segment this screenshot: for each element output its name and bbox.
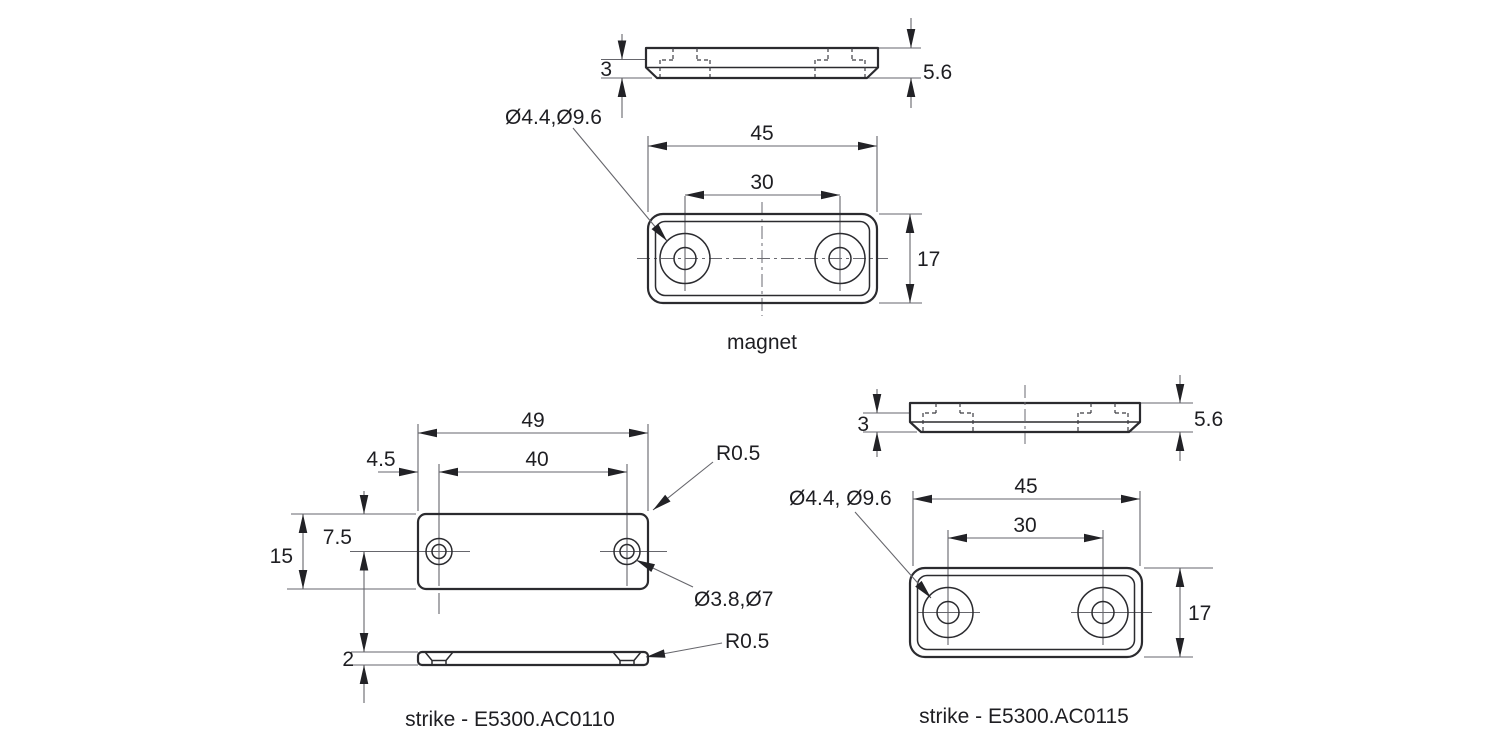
ac0110-side-extension-lines (351, 651, 418, 666)
magnet-top-outer-body (646, 212, 879, 305)
ac0110-dim-edge-to-hole: 4.5 (366, 448, 395, 471)
ac0115-dim-width: 45 (1014, 475, 1037, 498)
ac0115-dim-depth: 17 (1188, 602, 1211, 625)
ac0115-top-outer-body (908, 566, 1144, 659)
ac0115-hole-callout: Ø4.4, Ø9.6 (789, 487, 892, 510)
magnet-top-left-hole (673, 246, 697, 271)
ac0110-side-countersink-profiles (424, 651, 642, 665)
magnet-top-dim-depth: 17 (917, 248, 940, 271)
ac0110-corner-radius-leader (652, 461, 714, 511)
magnet-side-view: 3 5.6 (600, 18, 952, 118)
ac0110-right-hole (619, 543, 635, 560)
strike-ac0110-top-view: 49 40 4.5 15 7.5 R0.5 Ø3.8,Ø7 (270, 409, 773, 614)
strike-ac0115-side-view: 3 5.6 (857, 375, 1223, 461)
ac0115-left-hole (936, 600, 960, 625)
ac0110-dim-width: 49 (521, 409, 544, 432)
ac0110-left-hole-countersink (425, 537, 453, 566)
magnet-top-left-hole-counterbore (659, 232, 711, 285)
ac0115-top-inner-body (916, 574, 1136, 651)
ac0110-left-hole (431, 543, 447, 560)
ac0115-side-hidden-hole-lines (922, 403, 1129, 431)
magnet-top-dim-width: 45 (750, 122, 773, 145)
magnet-top-right-hole (828, 246, 852, 271)
magnet-top-inner-body (654, 220, 871, 297)
magnet-label: magnet (727, 331, 797, 354)
strike-ac0110-side-view: 2 R0.5 strike - E5300.AC0110 (342, 574, 769, 731)
magnet-side-extension-lines (601, 47, 921, 79)
magnet-side-dim-step: 3 (600, 58, 612, 81)
strike-ac0115-top-view: 45 30 17 Ø4.4, Ø9.6 strike - E5300.AC011… (789, 475, 1213, 728)
magnet-top-view: 45 30 17 Ø4.4,Ø9.6 magnet (505, 106, 940, 354)
ac0115-right-hole-counterbore (1077, 586, 1129, 639)
ac0110-dim-hole-spacing: 40 (525, 448, 548, 471)
magnet-side-hidden-hole-lines (659, 48, 866, 77)
magnet-top-dim-hole-spacing: 30 (750, 171, 773, 194)
ac0115-left-hole-counterbore (922, 586, 974, 639)
ac0110-top-body (416, 512, 650, 591)
ac0110-hole-callout: Ø3.8,Ø7 (694, 588, 773, 611)
ac0115-top-extension-lines (912, 491, 1213, 658)
magnet-top-hole-callout: Ø4.4,Ø9.6 (505, 106, 602, 129)
ac0110-right-hole-countersink (613, 537, 641, 566)
ac0115-right-hole (1091, 600, 1115, 625)
ac0110-top-extension-lines (287, 424, 667, 614)
magnet-side-dim-total: 5.6 (923, 61, 952, 84)
ac0115-dim-hole-spacing: 30 (1013, 514, 1036, 537)
ac0115-side-extension-lines (863, 402, 1193, 433)
ac0110-dim-thickness: 2 (342, 648, 354, 671)
ac0110-side-plate (416, 650, 650, 667)
ac0110-dim-top-to-hole: 7.5 (323, 526, 352, 549)
magnet-top-right-hole-counterbore (814, 232, 866, 285)
magnet-side-outline (644, 46, 880, 80)
ac0110-hole-leader (635, 559, 694, 588)
ac0115-hole-leader (854, 511, 932, 599)
ac0115-side-dim-step: 3 (857, 413, 869, 436)
ac0110-corner-radius-callout: R0.5 (716, 442, 760, 465)
magnet-top-hole-leader-line (572, 127, 668, 242)
magnet-top-hole-vertical-crosshairs (684, 196, 841, 291)
ac0110-side-radius-leader (645, 642, 723, 658)
ac0115-side-dim-total: 5.6 (1194, 408, 1223, 431)
ac0115-label: strike - E5300.AC0115 (919, 705, 1129, 728)
ac0110-label: strike - E5300.AC0110 (405, 708, 615, 731)
ac0110-dim-depth: 15 (270, 545, 293, 568)
magnet-top-extension-lines (647, 136, 922, 304)
ac0110-side-radius-callout: R0.5 (725, 630, 769, 653)
